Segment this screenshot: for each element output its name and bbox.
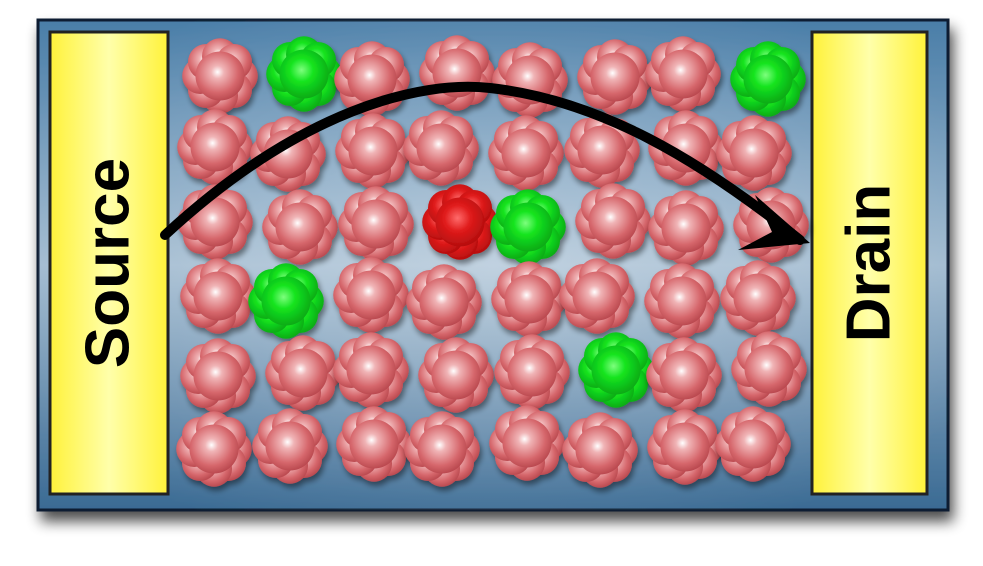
particle-green: [490, 189, 566, 265]
particle: [731, 331, 807, 407]
particle: [262, 189, 338, 265]
particle: [180, 338, 256, 414]
particle: [335, 113, 411, 189]
drain-label: Drain: [835, 184, 904, 342]
arrow-head: [738, 195, 810, 250]
particle: [575, 183, 651, 259]
particle: [176, 411, 252, 487]
particle: [491, 261, 567, 337]
particle: [715, 406, 791, 482]
source-electrode: Source: [48, 30, 170, 496]
particle: [180, 258, 256, 334]
particle-lattice: [176, 35, 809, 488]
particle: [177, 109, 253, 185]
particle: [252, 408, 328, 484]
particle: [559, 258, 635, 334]
particle: [645, 36, 721, 112]
particle-green: [248, 263, 324, 339]
particle: [647, 409, 723, 485]
particle: [646, 337, 722, 413]
particle: [419, 35, 495, 111]
particle: [403, 110, 479, 186]
particle: [577, 39, 653, 115]
particle: [406, 264, 482, 340]
transport-arrow: [160, 81, 805, 245]
particle: [644, 263, 720, 339]
particle: [333, 257, 409, 333]
particle: [494, 334, 570, 410]
source-label: Source: [74, 158, 143, 368]
particle: [336, 406, 412, 482]
particle-red: [422, 184, 498, 260]
particle: [562, 412, 638, 488]
particle: [648, 190, 724, 266]
particle: [177, 184, 253, 260]
particle: [564, 112, 640, 188]
particle: [338, 186, 414, 262]
particle: [265, 335, 341, 411]
particle: [404, 411, 480, 487]
particle-green: [266, 36, 342, 112]
particle: [489, 405, 565, 481]
particle: [418, 337, 494, 413]
particle: [182, 38, 258, 114]
particle: [488, 115, 564, 191]
particle: [333, 332, 409, 408]
particle: [720, 260, 796, 336]
drain-electrode: Drain: [810, 30, 929, 496]
particle-green: [578, 332, 654, 408]
particle-green: [730, 41, 806, 117]
particle: [492, 42, 568, 118]
particle: [716, 115, 792, 191]
